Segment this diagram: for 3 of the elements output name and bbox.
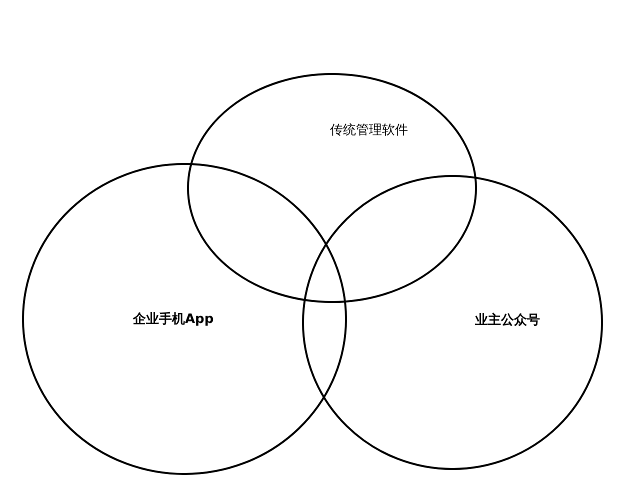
set-label: 业主公众号 — [475, 312, 540, 329]
set-label: 传统管理软件 — [330, 122, 408, 139]
set-label: 企业手机App — [133, 310, 214, 328]
